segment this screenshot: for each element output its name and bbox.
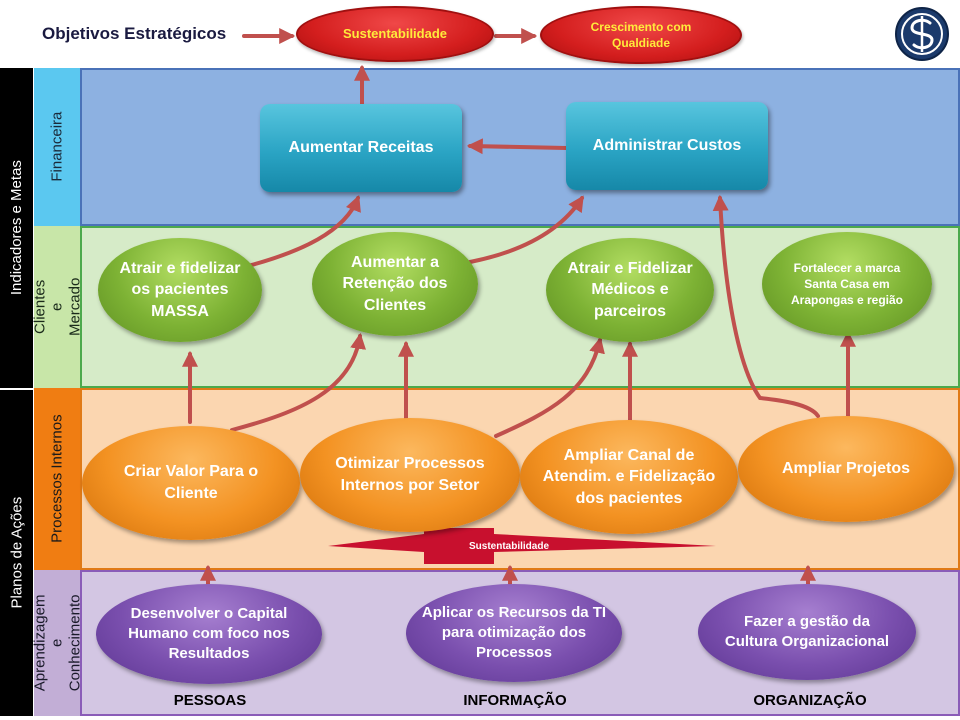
perspective-aprendizagem: Aprendizagem e Conhecimento	[31, 570, 83, 716]
objective-sustentabilidade: Sustentabilidade	[296, 6, 494, 62]
process-ampliar-projetos: Ampliar Projetos	[738, 416, 954, 522]
customer-aumentar-retencao: Aumentar a Retenção dos Clientes	[312, 232, 478, 336]
process-criar-valor: Criar Valor Para o Cliente	[82, 426, 300, 540]
perspective-financeira: Financeira	[34, 68, 80, 226]
sustainability-arrow-label: Sustentabilidade	[468, 541, 549, 552]
logo-seal	[894, 6, 950, 62]
arrow-projetos-to-custos	[712, 194, 820, 418]
financial-administrar-custos: Administrar Custos	[566, 102, 768, 190]
learning-cultura: Fazer a gestão da Cultura Organizacional	[698, 584, 916, 680]
objective-crescimento: Crescimento com Qualdiade	[540, 6, 742, 64]
process-ampliar-canal: Ampliar Canal de Atendim. e Fidelização …	[520, 420, 738, 534]
customer-atrair-pacientes: Atrair e fidelizar os pacientes MASSA	[98, 238, 262, 342]
perspective-clientes-mercado: Clientes e Mercado	[31, 226, 83, 388]
process-otimizar-processos: Otimizar Processos Internos por Setor	[300, 418, 520, 532]
sidebar-top	[0, 68, 33, 388]
learning-recursos-ti: Aplicar os Recursos da TI para otimizaçã…	[406, 584, 622, 682]
arrow-custos-to-receitas	[466, 138, 568, 155]
learning-capital-humano: Desenvolver o Capital Humano com foco no…	[96, 584, 322, 684]
column-organizacao: ORGANIZAÇÃO	[753, 692, 867, 709]
customer-fortalecer-marca: Fortalecer a marca Santa Casa em Arapong…	[762, 232, 932, 336]
column-pessoas: PESSOAS	[173, 692, 247, 709]
arrow-atrair-to-receitas	[246, 195, 361, 268]
arrow-retencao-to-custos	[468, 195, 584, 264]
perspective-processos-internos: Processos Internos	[34, 388, 80, 570]
arrow-criar-to-retencao	[230, 332, 367, 432]
objectives-label: Objetivos Estratégicos	[42, 24, 227, 43]
arrow-otimizar-to-medicos	[494, 336, 605, 438]
sidebar-bottom	[0, 390, 33, 716]
sustainability-arrow-shape	[328, 528, 716, 564]
column-informacao: INFORMAÇÃO	[463, 692, 567, 709]
customer-atrair-medicos: Atrair e Fidelizar Médicos e parceiros	[546, 238, 714, 342]
financial-aumentar-receitas: Aumentar Receitas	[260, 104, 462, 192]
